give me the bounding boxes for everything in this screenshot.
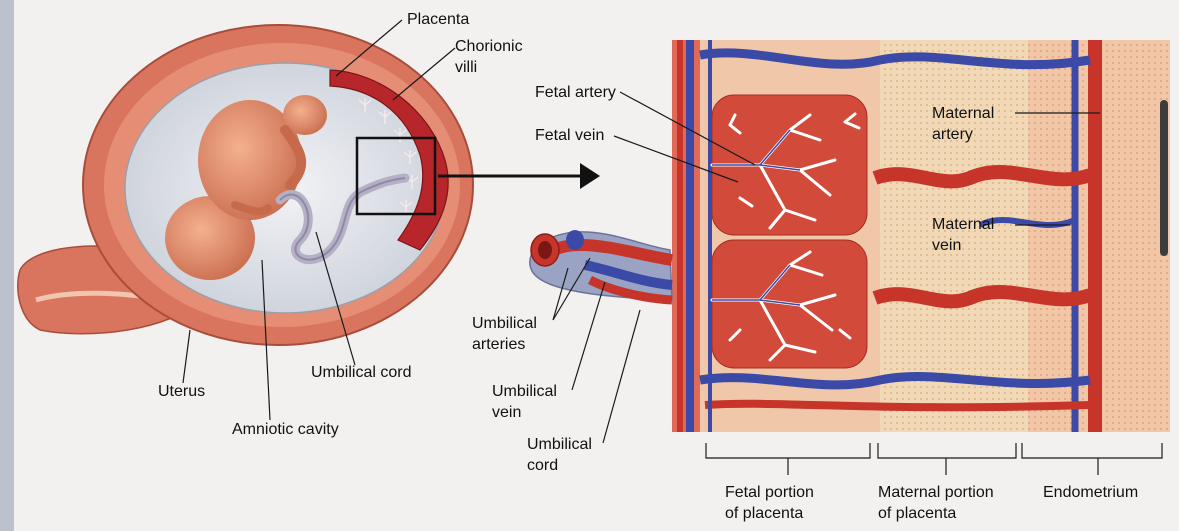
label-maternal-vein-line1: Maternal — [932, 216, 994, 233]
placenta-detail-illustration — [529, 40, 1170, 475]
label-fetal-portion-line1: Fetal portion — [725, 484, 814, 501]
label-umbilical-arteries-line1: Umbilical — [472, 315, 537, 332]
labels: Placenta Chorionic villi Fetal artery Fe… — [158, 11, 1138, 522]
label-umbilical-arteries-line2: arteries — [472, 336, 525, 353]
label-umbilical-vein-line2: vein — [492, 404, 521, 421]
label-maternal-artery-line2: artery — [932, 126, 973, 143]
inset-box — [355, 136, 437, 216]
label-endometrium: Endometrium — [1043, 484, 1138, 501]
label-umbilical-vein-line1: Umbilical — [492, 383, 557, 400]
label-fetal-portion-line2: of placenta — [725, 505, 803, 522]
label-placenta: Placenta — [407, 11, 469, 28]
label-umbilical-cord-left: Umbilical cord — [311, 364, 411, 381]
label-maternal-vein-line2: vein — [932, 237, 961, 254]
vertical-scrollbar[interactable] — [1160, 100, 1168, 256]
left-page-strip — [0, 0, 14, 531]
label-chorionic-villi-line2: villi — [455, 59, 477, 76]
zoom-arrow-head — [580, 163, 600, 189]
label-amniotic-cavity: Amniotic cavity — [232, 421, 339, 438]
label-maternal-artery-line1: Maternal — [932, 105, 994, 122]
fetus — [165, 95, 327, 280]
label-fetal-vein: Fetal vein — [535, 127, 604, 144]
leader-lines — [182, 19, 1100, 444]
label-umbilical-cord-right-line1: Umbilical — [527, 436, 592, 453]
label-umbilical-cord-right-line2: cord — [527, 457, 558, 474]
uterus-illustration — [17, 24, 474, 346]
label-maternal-portion-line1: Maternal portion — [878, 484, 994, 501]
label-maternal-portion-line2: of placenta — [878, 505, 956, 522]
label-fetal-artery: Fetal artery — [535, 84, 616, 101]
label-uterus: Uterus — [158, 383, 205, 400]
label-chorionic-villi-line1: Chorionic — [455, 38, 523, 55]
